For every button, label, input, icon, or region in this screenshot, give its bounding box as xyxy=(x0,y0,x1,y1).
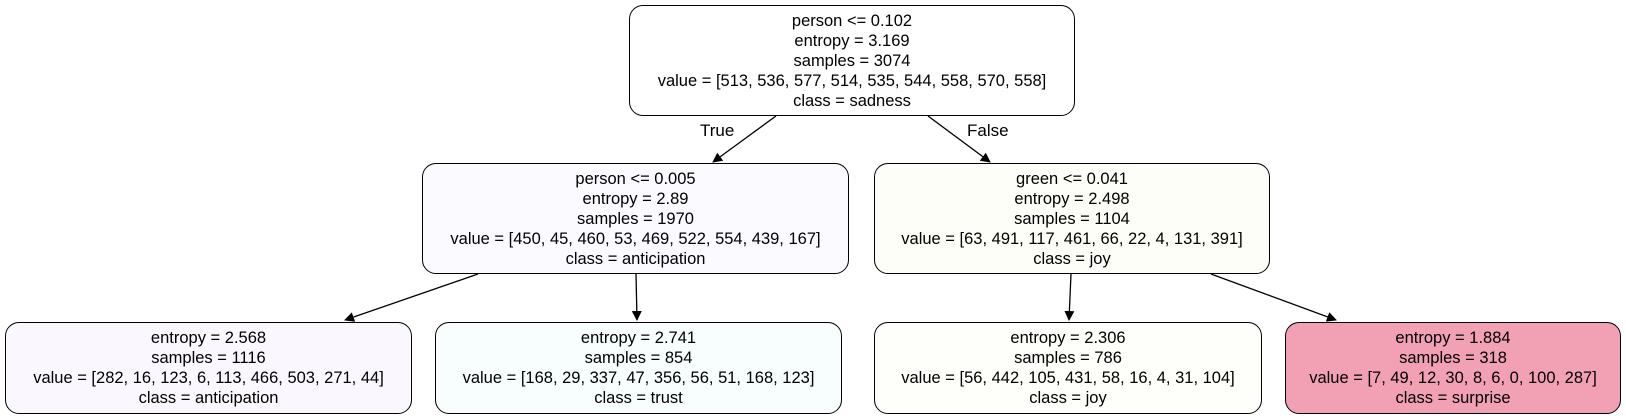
node-class: class = anticipation xyxy=(138,389,279,407)
node-value: value = [63, 491, 117, 461, 66, 22, 4, 1… xyxy=(901,229,1243,248)
node-samples: samples = 318 xyxy=(1399,349,1507,367)
node-samples: samples = 1970 xyxy=(577,209,694,228)
node-split: green <= 0.041 xyxy=(1016,169,1128,188)
tree-leaf-ll: entropy = 2.568 samples = 1116 value = [… xyxy=(5,322,412,414)
edge-label-true: True xyxy=(700,121,735,140)
node-samples: samples = 3074 xyxy=(793,51,911,70)
edge-root-left xyxy=(712,115,777,163)
tree-leaf-lr: entropy = 2.741 samples = 854 value = [1… xyxy=(435,322,842,414)
tree-node-left: person <= 0.005 entropy = 2.89 samples =… xyxy=(422,163,849,274)
node-value: value = [450, 45, 460, 53, 469, 522, 554… xyxy=(450,229,821,248)
node-class: class = sadness xyxy=(793,91,911,110)
node-samples: samples = 1104 xyxy=(1014,209,1130,228)
node-value: value = [513, 536, 577, 514, 535, 544, 5… xyxy=(657,71,1047,90)
edge-right-rl xyxy=(1064,273,1075,321)
edge-left-lr xyxy=(631,273,642,321)
tree-node-root: person <= 0.102 entropy = 3.169 samples … xyxy=(629,5,1075,116)
edge-right-rr xyxy=(1210,273,1337,322)
node-entropy: entropy = 2.306 xyxy=(1010,329,1126,347)
edge-left-ll xyxy=(344,273,479,322)
edge-label-false: False xyxy=(967,121,1009,140)
node-entropy: entropy = 2.498 xyxy=(1014,189,1130,208)
node-samples: samples = 854 xyxy=(584,349,693,367)
node-value: value = [282, 16, 123, 6, 113, 466, 503,… xyxy=(33,369,384,387)
node-entropy: entropy = 2.89 xyxy=(582,189,689,208)
node-entropy: entropy = 2.568 xyxy=(150,329,267,347)
node-samples: samples = 1116 xyxy=(151,349,266,367)
node-samples: samples = 786 xyxy=(1014,349,1122,367)
node-class: class = joy xyxy=(1033,249,1111,268)
node-class: class = anticipation xyxy=(565,249,706,268)
node-value: value = [7, 49, 12, 30, 8, 6, 0, 100, 28… xyxy=(1309,369,1597,387)
node-entropy: entropy = 1.884 xyxy=(1395,329,1511,347)
edge-root-right xyxy=(927,115,991,163)
node-class: class = surprise xyxy=(1395,389,1511,407)
node-value: value = [168, 29, 337, 47, 356, 56, 51, … xyxy=(462,369,815,387)
node-value: value = [56, 442, 105, 431, 58, 16, 4, 3… xyxy=(901,369,1235,387)
tree-leaf-rr: entropy = 1.884 samples = 318 value = [7… xyxy=(1285,322,1621,414)
tree-leaf-rl: entropy = 2.306 samples = 786 value = [5… xyxy=(874,322,1262,414)
node-entropy: entropy = 2.741 xyxy=(580,329,697,347)
node-split: person <= 0.005 xyxy=(575,169,696,188)
node-split: person <= 0.102 xyxy=(791,11,913,30)
tree-node-right: green <= 0.041 entropy = 2.498 samples =… xyxy=(874,163,1270,274)
node-entropy: entropy = 3.169 xyxy=(794,31,910,50)
node-class: class = trust xyxy=(594,389,683,407)
node-class: class = joy xyxy=(1029,389,1107,407)
